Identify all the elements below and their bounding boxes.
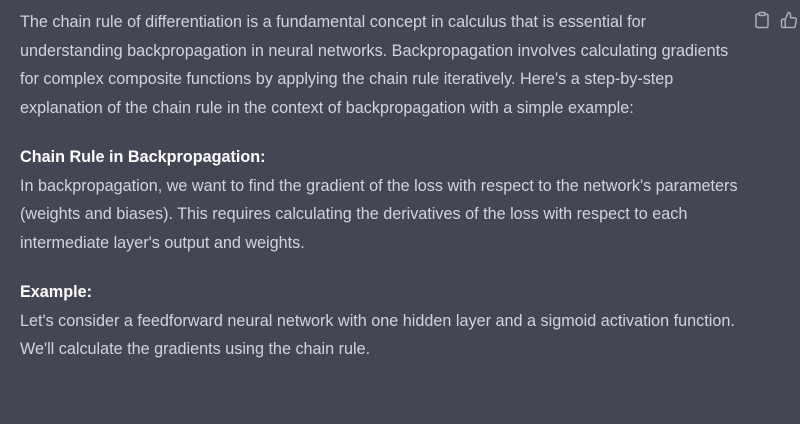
message-content: The chain rule of differentiation is a f…	[20, 8, 740, 364]
thumbs-up-icon	[780, 11, 797, 29]
paragraph-text: Let's consider a feedforward neural netw…	[20, 311, 735, 359]
section-heading-chain-rule: Chain Rule in Backpropagation:	[20, 148, 266, 166]
paragraph-chain-rule: Chain Rule in Backpropagation: In backpr…	[20, 143, 740, 257]
paragraph-intro: The chain rule of differentiation is a f…	[20, 8, 740, 122]
thumbs-up-button[interactable]	[779, 10, 799, 30]
message-actions	[752, 10, 799, 30]
paragraph-text: In backpropagation, we want to find the …	[20, 176, 738, 252]
paragraph-text: The chain rule of differentiation is a f…	[20, 13, 729, 117]
copy-button[interactable]	[752, 10, 772, 30]
paragraph-example: Example: Let's consider a feedforward ne…	[20, 278, 740, 364]
clipboard-icon	[755, 11, 769, 29]
section-heading-example: Example:	[20, 283, 92, 301]
